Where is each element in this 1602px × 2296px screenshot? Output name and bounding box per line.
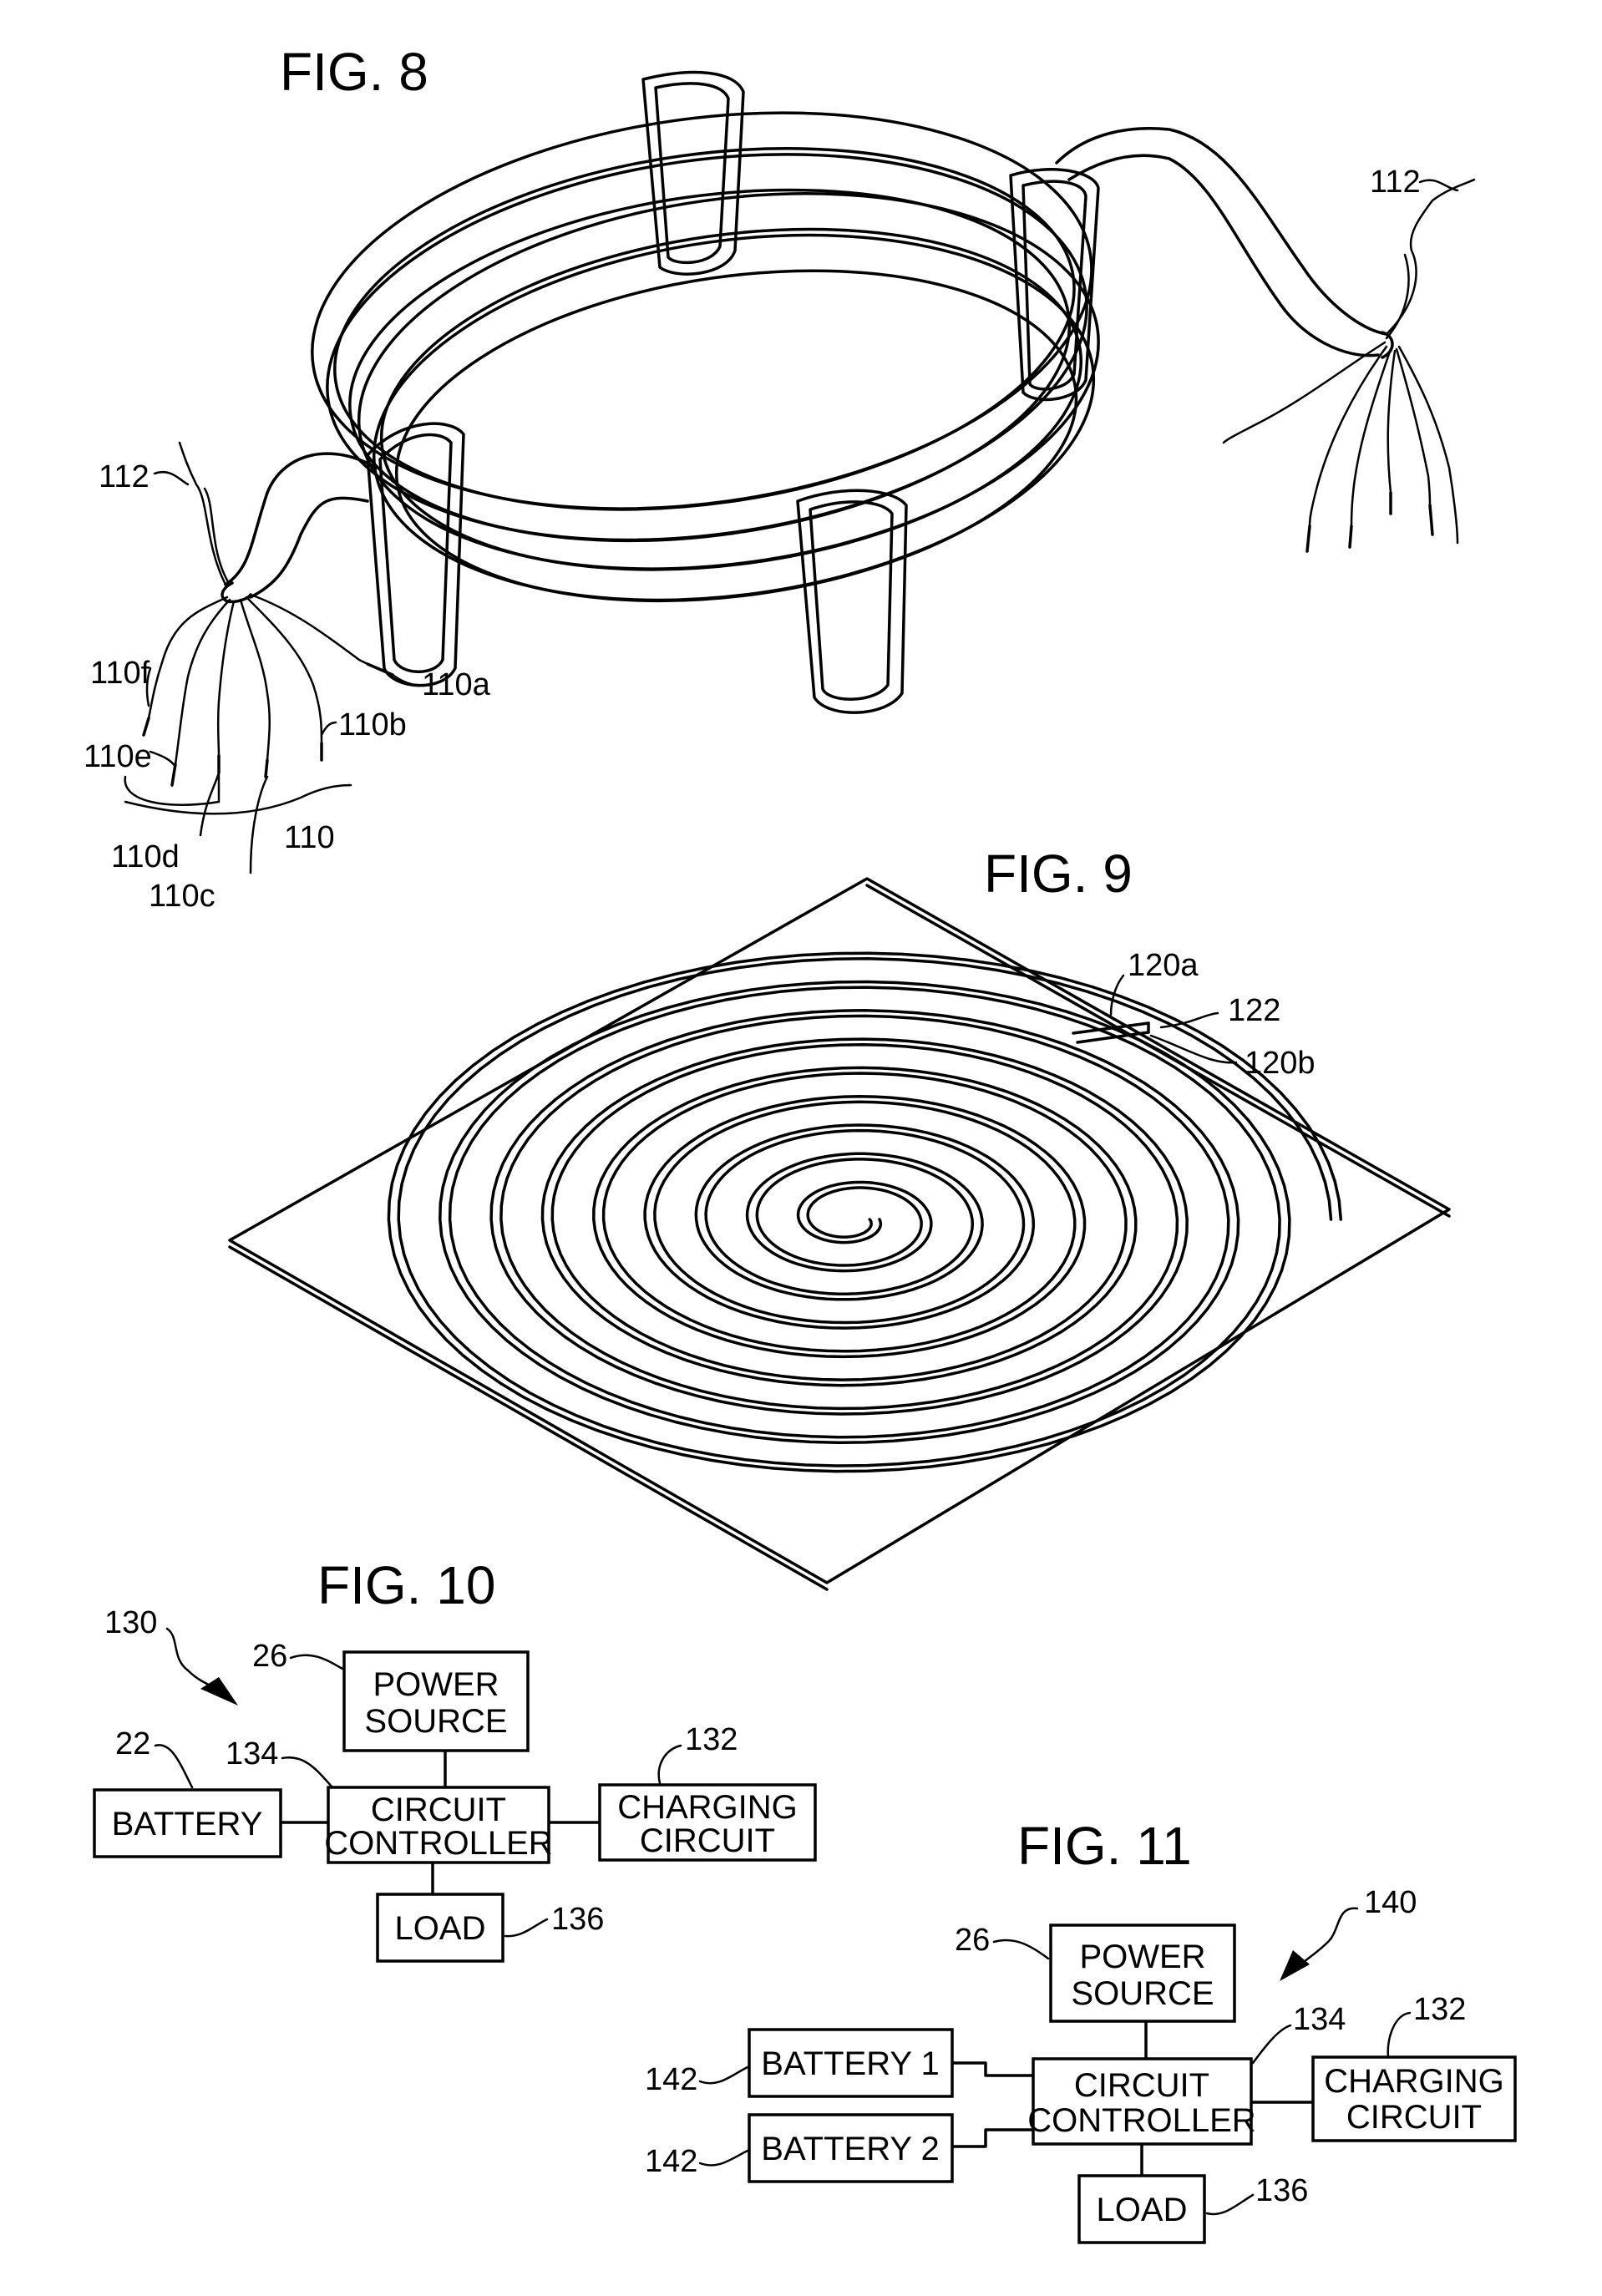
fig11: FIG. 11 140 POWER SOURCE 26 BATTERY 1 14…: [645, 1816, 1517, 2244]
charging-circuit-block: CHARGING CIRCUIT: [598, 1783, 817, 1862]
svg-text:CIRCUIT: CIRCUIT: [1074, 2067, 1209, 2104]
coil-bundle: [311, 111, 1100, 603]
left-wire-fan: [142, 441, 394, 787]
svg-text:CIRCUIT: CIRCUIT: [371, 1792, 506, 1828]
arrow-head-130: [200, 1677, 238, 1706]
coil-loop: [372, 233, 1096, 602]
circuit-controller-block-2: CIRCUIT CONTROLLER: [1027, 2057, 1256, 2146]
fig11-connectors: [951, 2020, 1315, 2177]
svg-text:CHARGING: CHARGING: [1324, 2063, 1504, 2100]
ref-110f: 110f: [90, 656, 150, 691]
coil-loop: [348, 188, 1071, 543]
fig11-title: FIG. 11: [1017, 1816, 1192, 1876]
spiral-trace: [397, 957, 1333, 1467]
ref-122: 122: [1228, 993, 1280, 1028]
spiral-lead-ends: [1072, 1021, 1150, 1044]
arrow-head-140: [1280, 1950, 1310, 1981]
ref-112-right: 112: [1370, 165, 1421, 200]
fig9-leaders: [1109, 974, 1238, 1064]
battery-1-block: BATTERY 1: [748, 2028, 954, 2098]
svg-text:CIRCUIT: CIRCUIT: [640, 1822, 775, 1859]
right-lead-cable: [1055, 127, 1394, 359]
ref-134: 134: [226, 1736, 278, 1771]
ref-136-fig11: 136: [1255, 2173, 1308, 2208]
power-source-block-2: POWER SOURCE: [1049, 1923, 1236, 2023]
substrate-plate: [228, 877, 1451, 1584]
coil-loop: [333, 147, 1076, 511]
svg-text:SOURCE: SOURCE: [1071, 1975, 1214, 2012]
ref-134-fig11: 134: [1293, 2002, 1346, 2037]
svg-text:LOAD: LOAD: [395, 1910, 486, 1947]
ref-120a: 120a: [1128, 948, 1199, 983]
svg-text:CONTROLLER: CONTROLLER: [1027, 2102, 1255, 2139]
ref-26: 26: [252, 1639, 287, 1674]
ref-120b: 120b: [1245, 1046, 1316, 1081]
coil-loop: [394, 269, 1078, 603]
spiral-trace: [387, 951, 1343, 1473]
left-lead-cable: [221, 452, 378, 604]
svg-text:CIRCUIT: CIRCUIT: [1346, 2099, 1482, 2136]
battery-block: BATTERY: [93, 1788, 282, 1858]
ref-110-group: 110: [284, 820, 335, 855]
ref-142-battery-2: 142: [645, 2144, 697, 2179]
ref-110e: 110e: [84, 739, 152, 774]
load-block-2: LOAD: [1077, 2174, 1206, 2244]
svg-text:CHARGING: CHARGING: [617, 1789, 798, 1826]
charging-circuit-block-2: CHARGING CIRCUIT: [1311, 2055, 1517, 2142]
plate-edge-front: [228, 1245, 829, 1591]
ref-22: 22: [115, 1726, 150, 1761]
ref-132-fig11: 132: [1413, 1992, 1466, 2027]
ref-136: 136: [551, 1902, 604, 1937]
ref-130: 130: [104, 1605, 157, 1640]
fig10-title: FIG. 10: [317, 1555, 495, 1615]
ref-132: 132: [685, 1722, 738, 1757]
battery-2-block: BATTERY 2: [748, 2113, 954, 2183]
fig10: FIG. 10 130 POWER SOURCE 26 BATTERY 22 C: [93, 1555, 817, 1963]
fig8-leaders: [124, 179, 1459, 874]
ref-140: 140: [1364, 1885, 1417, 1920]
spiral-trace-coil: [387, 951, 1343, 1473]
svg-text:BATTERY 1: BATTERY 1: [761, 2045, 939, 2082]
svg-text:CONTROLLER: CONTROLLER: [324, 1825, 552, 1862]
fig10-connectors: [279, 1749, 601, 1896]
svg-text:POWER: POWER: [1079, 1939, 1205, 1975]
ref-110d: 110d: [111, 839, 180, 874]
power-source-block: POWER SOURCE: [342, 1650, 530, 1752]
svg-text:POWER: POWER: [373, 1666, 499, 1703]
circuit-controller-block: CIRCUIT CONTROLLER: [324, 1786, 553, 1864]
svg-text:BATTERY: BATTERY: [112, 1806, 263, 1842]
ref-110a: 110a: [422, 667, 491, 702]
fig8-title: FIG. 8: [280, 42, 428, 102]
fig9-title: FIG. 9: [984, 844, 1133, 904]
coil-loop: [357, 192, 1100, 570]
fig9: FIG. 9 120a 122 120b: [228, 844, 1451, 1591]
svg-text:BATTERY 2: BATTERY 2: [761, 2131, 939, 2167]
ref-142-battery-1: 142: [645, 2062, 697, 2097]
ref-112-left: 112: [99, 459, 150, 494]
ref-110b: 110b: [338, 707, 407, 743]
svg-text:LOAD: LOAD: [1097, 2192, 1188, 2228]
svg-text:SOURCE: SOURCE: [364, 1703, 507, 1740]
load-block: LOAD: [376, 1893, 504, 1963]
fig8: FIG. 8: [84, 42, 1476, 914]
ref-110c: 110c: [149, 879, 215, 914]
coil-loop: [379, 227, 1083, 571]
coil-straps: [366, 70, 1100, 714]
ref-26-fig11: 26: [955, 1923, 990, 1958]
right-wire-fan: [1222, 178, 1476, 553]
